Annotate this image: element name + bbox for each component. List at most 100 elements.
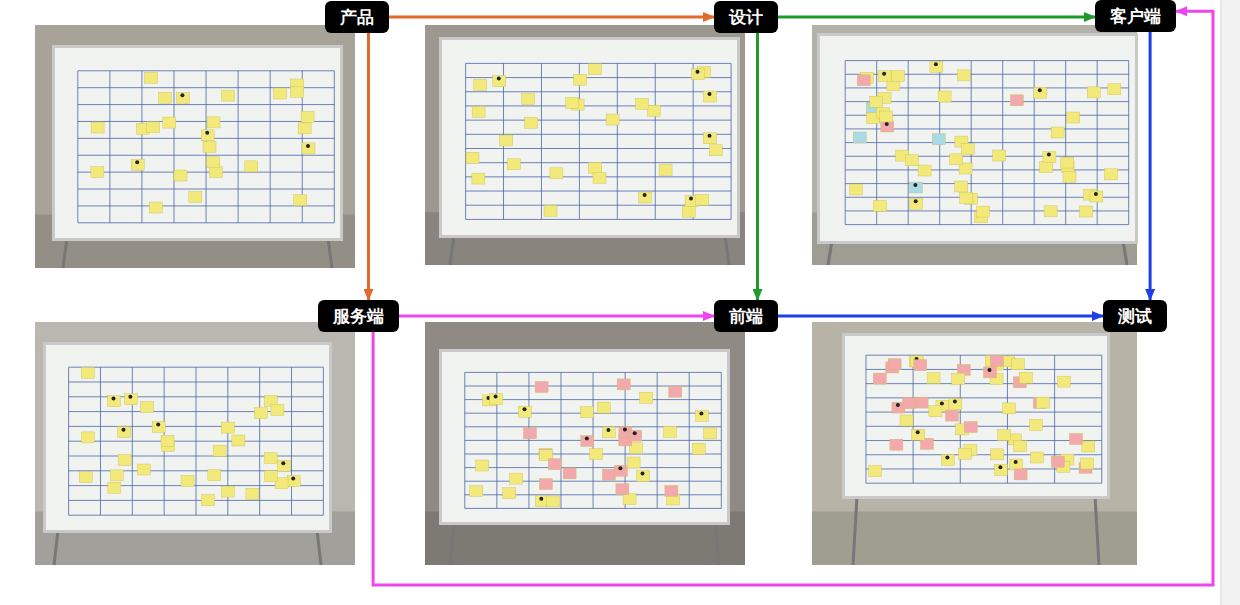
board-leg <box>54 530 58 565</box>
sticky-note <box>222 90 235 101</box>
grid-line <box>617 63 618 219</box>
sticky-note <box>938 91 951 102</box>
sticky-note <box>1105 169 1118 180</box>
board-frame <box>43 342 332 533</box>
sticky-note <box>692 69 705 80</box>
sticky-note <box>878 71 891 82</box>
sticky-note <box>640 392 653 403</box>
sticky-note <box>695 410 708 421</box>
magnet <box>998 465 1002 469</box>
grid-line <box>465 63 466 219</box>
sticky-note <box>589 64 602 75</box>
sticky-note <box>709 145 722 156</box>
grid-line <box>1128 61 1129 225</box>
magnet <box>539 497 543 501</box>
sticky-note <box>544 205 557 216</box>
sticky-note <box>118 455 131 466</box>
grid-line <box>845 142 1128 143</box>
sticky-note <box>294 195 307 206</box>
sticky-note <box>955 181 968 192</box>
sticky-note <box>1040 162 1053 173</box>
sticky-note <box>590 449 603 460</box>
grid-line <box>466 148 731 149</box>
sticky-note <box>960 192 973 203</box>
sticky-note <box>519 406 532 417</box>
sticky-note <box>873 373 886 384</box>
flow-arrow <box>399 315 714 318</box>
magnet <box>1038 88 1042 92</box>
board-frame <box>439 349 730 525</box>
sticky-note <box>704 428 717 439</box>
grid-line <box>466 191 731 192</box>
photo-background <box>35 25 355 268</box>
sticky-note <box>149 202 162 213</box>
sticky-note <box>929 406 942 417</box>
sticky-note <box>927 373 940 384</box>
magnet <box>885 122 889 126</box>
whiteboard-photo <box>812 322 1137 565</box>
sticky-note <box>1061 157 1074 168</box>
stage-label-box: 测试 <box>1103 300 1167 332</box>
flow-arrow <box>756 33 759 300</box>
grid-line <box>132 367 133 515</box>
sticky-note <box>903 398 916 409</box>
magnet <box>494 395 498 399</box>
grid-line <box>689 372 690 508</box>
sticky-note <box>857 75 870 86</box>
sticky-note <box>663 426 676 437</box>
magnet <box>913 183 917 187</box>
grid-line <box>100 367 101 515</box>
grid-line <box>579 63 580 219</box>
sticky-note <box>1043 151 1056 162</box>
sticky-note <box>1057 376 1070 387</box>
photo-floor <box>812 512 1137 565</box>
sticky-note <box>176 92 189 103</box>
sticky-note <box>118 427 131 438</box>
sticky-note <box>635 98 648 109</box>
sticky-note <box>500 135 513 146</box>
sticky-note <box>563 468 576 479</box>
sticky-note <box>1044 206 1057 217</box>
sticky-note <box>952 373 965 384</box>
flow-arrow <box>778 16 1095 19</box>
sticky-note <box>221 486 234 497</box>
sticky-note <box>1019 372 1032 383</box>
grid-line <box>528 372 529 508</box>
sticky-note <box>984 367 997 378</box>
sticky-note <box>524 428 537 439</box>
board-leg <box>63 238 67 268</box>
sticky-note <box>131 159 144 170</box>
sticky-note <box>957 70 970 81</box>
sticky-note <box>991 449 1004 460</box>
magnet <box>281 461 285 465</box>
grid-line <box>866 483 1102 484</box>
grid-line <box>845 224 1128 225</box>
board-leg <box>1123 241 1127 265</box>
sticky-note <box>881 121 894 132</box>
magnet <box>988 368 992 372</box>
grid-line <box>876 61 877 225</box>
stage-label-box: 产品 <box>325 1 389 33</box>
sticky-note <box>914 360 927 371</box>
sticky-note <box>941 454 954 465</box>
sticky-note <box>961 143 974 154</box>
sticky-note <box>546 496 559 507</box>
whiteboard-photo <box>35 322 355 565</box>
sticky-note <box>301 111 314 122</box>
photo-background <box>425 322 745 565</box>
flow-arrow <box>389 16 714 19</box>
sticky-note <box>207 117 220 128</box>
stage-label-box: 服务端 <box>318 300 399 332</box>
grid-line <box>560 372 561 508</box>
sticky-note <box>1031 452 1044 463</box>
sticky-note <box>900 415 913 426</box>
sticky-note <box>203 142 216 153</box>
grid-line <box>721 372 722 508</box>
board-leg <box>828 241 832 265</box>
magnet <box>633 431 637 435</box>
sticky-note <box>629 430 642 441</box>
board-leg <box>725 235 729 265</box>
sticky-note <box>302 143 315 154</box>
sticky-note <box>525 117 538 128</box>
grid-line <box>466 105 731 106</box>
